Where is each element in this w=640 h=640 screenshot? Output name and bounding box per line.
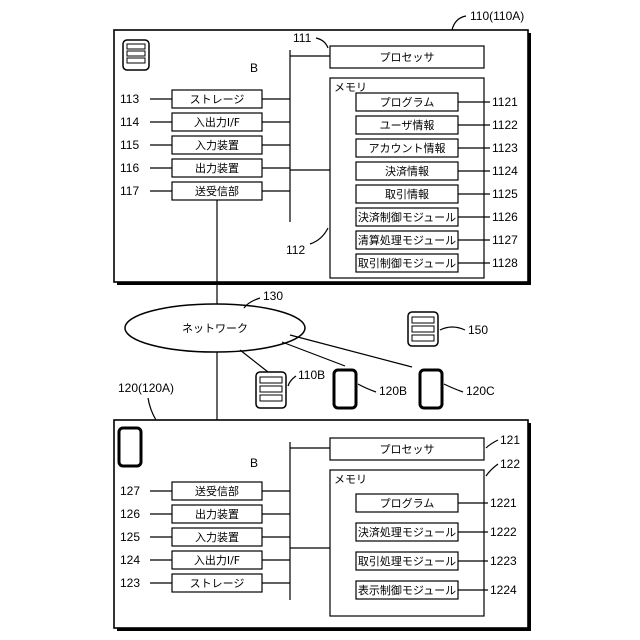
server-memory-item: 決済情報 1124 (356, 162, 518, 180)
terminal-memory-item: 取引処理モジュール 1223 (356, 552, 517, 570)
svg-text:1221: 1221 (490, 496, 517, 510)
svg-text:ストレージ: ストレージ (190, 93, 245, 106)
svg-text:出力装置: 出力装置 (195, 161, 239, 175)
svg-text:決済処理モジュール: 決済処理モジュール (358, 525, 456, 539)
svg-text:1122: 1122 (492, 118, 518, 132)
server-ref-leader (452, 16, 466, 30)
terminal-ref: 120(120A) (118, 381, 174, 395)
server-icon (123, 40, 149, 70)
svg-text:1224: 1224 (490, 583, 517, 597)
svg-text:1127: 1127 (492, 233, 518, 247)
svg-text:1128: 1128 (492, 256, 518, 270)
svg-text:取引情報: 取引情報 (385, 187, 429, 201)
svg-text:126: 126 (120, 507, 140, 521)
terminal-memory-item: 表示制御モジュール 1224 (356, 581, 517, 599)
svg-text:124: 124 (120, 553, 140, 567)
svg-text:決済情報: 決済情報 (385, 164, 429, 178)
svg-text:ストレージ: ストレージ (190, 577, 245, 590)
svg-text:入出力I/F: 入出力I/F (194, 553, 240, 567)
server-memory-item: 取引情報 1125 (356, 185, 518, 203)
svg-text:1124: 1124 (492, 164, 518, 178)
svg-text:114: 114 (120, 115, 139, 129)
svg-text:送受信部: 送受信部 (195, 184, 239, 198)
terminal-memory-title: メモリ (334, 473, 367, 486)
terminal-device-icon (119, 428, 141, 466)
terminal-memory-ref: 122 (500, 457, 520, 471)
svg-text:115: 115 (120, 138, 139, 152)
terminal-120b-ref: 120B (379, 384, 407, 398)
server-memory-item: 取引制御モジュール 1128 (356, 254, 518, 272)
svg-text:入出力I/F: 入出力I/F (194, 115, 240, 129)
svg-text:出力装置: 出力装置 (195, 507, 239, 521)
svg-text:ユーザ情報: ユーザ情報 (380, 119, 435, 132)
svg-text:125: 125 (120, 530, 140, 544)
server-ref: 110(110A) (470, 9, 524, 23)
server-110b-ref: 110B (298, 368, 325, 382)
svg-text:1125: 1125 (492, 187, 518, 201)
terminal-memory-item: プログラム 1221 (356, 494, 517, 512)
svg-text:取引制御モジュール: 取引制御モジュール (358, 256, 456, 270)
server-150-icon (408, 312, 438, 346)
server-memory-item: 清算処理モジュール 1127 (356, 231, 518, 249)
server-150-ref: 150 (468, 323, 488, 337)
svg-text:117: 117 (120, 184, 139, 198)
terminal-bus-label: B (250, 456, 258, 470)
svg-text:プログラム: プログラム (380, 496, 435, 510)
terminal-120c-ref: 120C (466, 384, 495, 398)
svg-text:プログラム: プログラム (380, 95, 435, 109)
terminal-processor-ref: 121 (500, 433, 520, 447)
server-memory-title: メモリ (334, 81, 367, 94)
network-label: ネットワーク (182, 322, 248, 335)
svg-text:清算処理モジュール: 清算処理モジュール (358, 233, 456, 247)
terminal-120b-icon (334, 370, 356, 408)
server-processor-label: プロセッサ (380, 51, 435, 64)
server-bus-ref: 112 (286, 243, 305, 257)
svg-text:アカウント情報: アカウント情報 (369, 142, 446, 155)
terminal-processor-label: プロセッサ (380, 443, 435, 456)
server-bus-label: B (250, 61, 258, 75)
svg-text:1126: 1126 (492, 210, 518, 224)
server-110b-icon (256, 372, 286, 408)
terminal-memory-item: 決済処理モジュール 1222 (356, 523, 517, 541)
svg-text:送受信部: 送受信部 (195, 484, 239, 498)
server-memory-item: プログラム 1121 (356, 93, 518, 111)
server-processor-ref: 111 (293, 31, 312, 45)
svg-text:113: 113 (120, 92, 139, 106)
svg-text:1123: 1123 (492, 141, 518, 155)
server-memory-item: 決済制御モジュール 1126 (356, 208, 518, 226)
server-memory-item: ユーザ情報 1122 (356, 116, 518, 134)
svg-text:取引処理モジュール: 取引処理モジュール (358, 554, 456, 568)
svg-text:127: 127 (120, 484, 140, 498)
svg-text:入力装置: 入力装置 (195, 531, 239, 544)
svg-text:入力装置: 入力装置 (195, 139, 239, 152)
terminal-120c-icon (420, 370, 442, 408)
svg-text:123: 123 (120, 576, 140, 590)
svg-text:1223: 1223 (490, 554, 517, 568)
svg-text:1222: 1222 (490, 525, 517, 539)
svg-text:決済制御モジュール: 決済制御モジュール (358, 210, 456, 224)
network-ref: 130 (263, 289, 283, 303)
server-memory-item: アカウント情報 1123 (356, 139, 518, 157)
svg-text:表示制御モジュール: 表示制御モジュール (358, 583, 456, 597)
svg-text:116: 116 (120, 161, 139, 175)
svg-text:1121: 1121 (492, 95, 518, 109)
